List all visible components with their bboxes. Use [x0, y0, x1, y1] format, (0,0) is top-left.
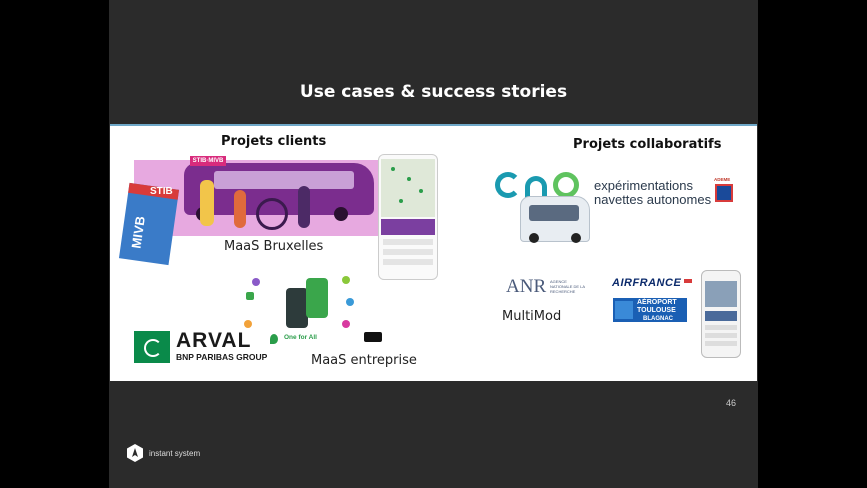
map-marker	[391, 167, 395, 171]
person-figure	[298, 186, 310, 228]
phone-mockup	[701, 270, 741, 358]
eno-text-line2: navettes autonomes	[594, 192, 712, 207]
phone-icon	[286, 288, 308, 328]
stib-illustration: STIB·MIVB	[134, 156, 379, 236]
brand-footer: instant system	[127, 444, 200, 462]
person-figure	[234, 190, 246, 228]
mivb-card-label: MIVB	[128, 215, 148, 250]
brand-name: instant system	[149, 448, 201, 458]
phone-screen-image	[705, 281, 737, 307]
phone-mockup	[378, 154, 438, 280]
slide: Use cases & success stories Projets clie…	[109, 0, 758, 488]
stib-card-label: STIB	[150, 186, 173, 197]
map-marker	[419, 189, 423, 193]
phone-map	[381, 159, 435, 217]
bike-wheel	[256, 198, 288, 230]
maas-bruxelles-caption: MaaS Bruxelles	[224, 239, 324, 254]
multimod-caption: MultiMod	[502, 309, 562, 324]
map-marker	[399, 199, 403, 203]
phone-list-row	[383, 249, 433, 255]
phone-icon	[306, 278, 328, 318]
eno-o-icon	[553, 172, 579, 198]
transport-icon	[252, 278, 260, 286]
shuttle-wheel	[529, 233, 539, 243]
maas-entreprise-illustration: One for All	[242, 272, 360, 344]
aeroport-line3: BLAGNAC	[643, 316, 673, 322]
arval-name: ARVAL	[176, 329, 252, 352]
projets-clients-title: Projets clients	[221, 134, 327, 149]
arval-logo-mark	[134, 331, 170, 363]
instant-system-logo-icon	[127, 444, 143, 462]
aeroport-logo: AÉROPORT TOULOUSE BLAGNAC	[613, 298, 687, 322]
phone-header-bar	[381, 219, 435, 235]
transport-icon	[342, 320, 350, 328]
phone-list-row	[383, 259, 433, 265]
maas-entreprise-caption: MaaS entreprise	[311, 353, 417, 368]
bus-windows	[214, 171, 354, 189]
anr-logo: ANR	[506, 276, 547, 297]
stib-bus	[184, 163, 374, 221]
page-number: 46	[726, 398, 737, 408]
eno-text-line1: expérimentations	[594, 178, 693, 193]
ademe-label: ADEME	[714, 177, 731, 182]
bus-wheel	[334, 207, 348, 221]
eno-e-icon	[495, 172, 521, 198]
transport-icon	[244, 320, 252, 328]
airfrance-stripe	[684, 279, 692, 283]
projets-collaboratifs-title: Projets collaboratifs	[573, 137, 722, 152]
aeroport-emblem	[615, 301, 633, 319]
transport-icon	[342, 276, 350, 284]
phone-list-row	[705, 333, 737, 338]
shuttle-image	[520, 196, 590, 243]
slide-title: Use cases & success stories	[299, 82, 568, 102]
arval-subtitle: BNP PARIBAS GROUP	[176, 352, 268, 362]
ademe-logo	[715, 184, 733, 202]
transport-icon	[346, 298, 354, 306]
map-marker	[407, 177, 411, 181]
app-store-badge	[364, 332, 382, 342]
shuttle-wheel	[571, 233, 581, 243]
aeroport-line2: TOULOUSE	[637, 307, 676, 314]
shuttle-windows	[529, 205, 579, 221]
one-for-all-label: One for All	[284, 334, 317, 341]
location-pin-icon	[270, 334, 278, 344]
eno-n-icon	[525, 176, 547, 198]
anr-subtitle: AGENCE NATIONALE DE LA RECHERCHE	[550, 279, 585, 294]
phone-list-row	[383, 239, 433, 245]
airfrance-logo: AIRFRANCE	[612, 277, 682, 289]
content-panel: Projets clients STIB·MIVB MIVB STIB	[110, 124, 757, 381]
aeroport-line1: AÉROPORT	[637, 299, 677, 306]
bnp-stars-icon	[144, 339, 162, 357]
transport-icon	[246, 292, 254, 300]
stib-sign: STIB·MIVB	[190, 156, 226, 166]
phone-list-row	[705, 341, 737, 346]
person-figure	[200, 180, 214, 226]
phone-list-row	[705, 325, 737, 330]
phone-screen-panel	[705, 311, 737, 321]
eno-logo	[495, 170, 587, 204]
